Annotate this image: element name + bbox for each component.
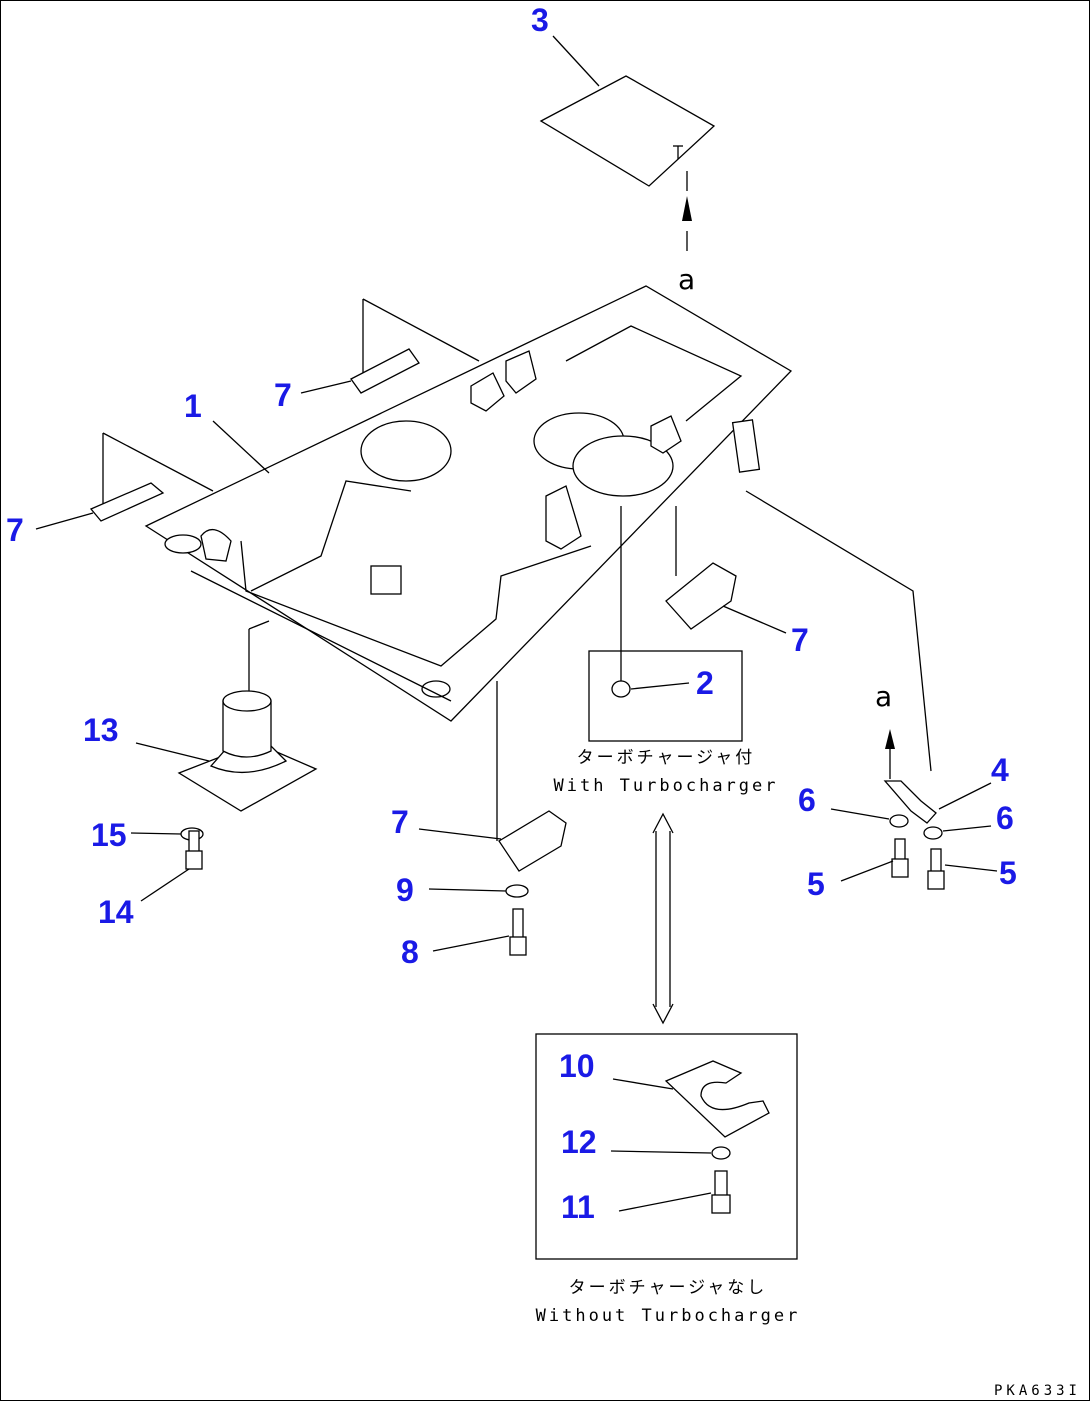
bracket-7-lower xyxy=(498,810,567,872)
callout-7-lower: 7 xyxy=(391,804,409,840)
callout-10: 10 xyxy=(559,1048,595,1084)
callout-2: 2 xyxy=(696,665,714,701)
callout-15: 15 xyxy=(91,817,127,853)
callout-5-right: 5 xyxy=(999,855,1017,891)
without-turbocharger-box xyxy=(535,1033,798,1260)
callout-7-right: 7 xyxy=(791,622,809,658)
bolt-11-part xyxy=(711,1170,731,1214)
washer-9-part xyxy=(505,884,529,898)
bolt-5-left xyxy=(891,838,909,878)
callout-6-left: 6 xyxy=(798,782,816,818)
view-marker-right: a xyxy=(875,680,892,713)
arrow-up-icon xyxy=(885,729,895,749)
caption-without-turbo-jp: ターボチャージャなし xyxy=(569,1278,768,1298)
washer-6-left xyxy=(889,814,909,828)
callout-1: 1 xyxy=(184,388,202,424)
bracket-7-left xyxy=(89,482,165,522)
callout-7-top: 7 xyxy=(274,377,292,413)
part-2-plug xyxy=(611,680,631,698)
frame-plate-part xyxy=(144,285,793,722)
callout-13: 13 xyxy=(83,712,119,748)
callout-12: 12 xyxy=(561,1124,597,1160)
callout-7-left: 7 xyxy=(6,512,24,548)
caption-with-turbo-en: With Turbocharger xyxy=(554,776,779,796)
washer-12-part xyxy=(711,1146,731,1160)
with-turbocharger-box xyxy=(588,650,743,742)
cover-plate-part xyxy=(539,75,716,187)
leader-line-1 xyxy=(212,420,270,474)
mount-13-part xyxy=(177,690,318,812)
bolt-14-part xyxy=(185,830,203,870)
bracket-10-part xyxy=(664,1060,770,1138)
callout-8: 8 xyxy=(401,934,419,970)
view-marker-top: a xyxy=(678,263,695,296)
bracket-7-top xyxy=(350,348,420,394)
caption-without-turbo-en: Without Turbocharger xyxy=(536,1306,801,1326)
washer-6-right xyxy=(923,826,943,840)
bracket-4-part xyxy=(883,780,937,824)
leader-line-3 xyxy=(552,35,600,87)
double-arrow-icon xyxy=(652,812,674,1025)
bolt-5-right xyxy=(927,848,945,890)
callout-9: 9 xyxy=(396,872,414,908)
callout-6-right: 6 xyxy=(996,800,1014,836)
callout-5-left: 5 xyxy=(807,866,825,902)
callout-4: 4 xyxy=(991,752,1009,788)
caption-with-turbo-jp: ターボチャージャ付 xyxy=(577,748,756,768)
callout-3: 3 xyxy=(531,2,549,38)
drawing-code: PKA633I xyxy=(994,1383,1081,1399)
callout-11: 11 xyxy=(561,1189,595,1225)
bolt-8-part xyxy=(509,908,527,956)
callout-14: 14 xyxy=(98,894,134,930)
bracket-7-right xyxy=(665,562,737,630)
